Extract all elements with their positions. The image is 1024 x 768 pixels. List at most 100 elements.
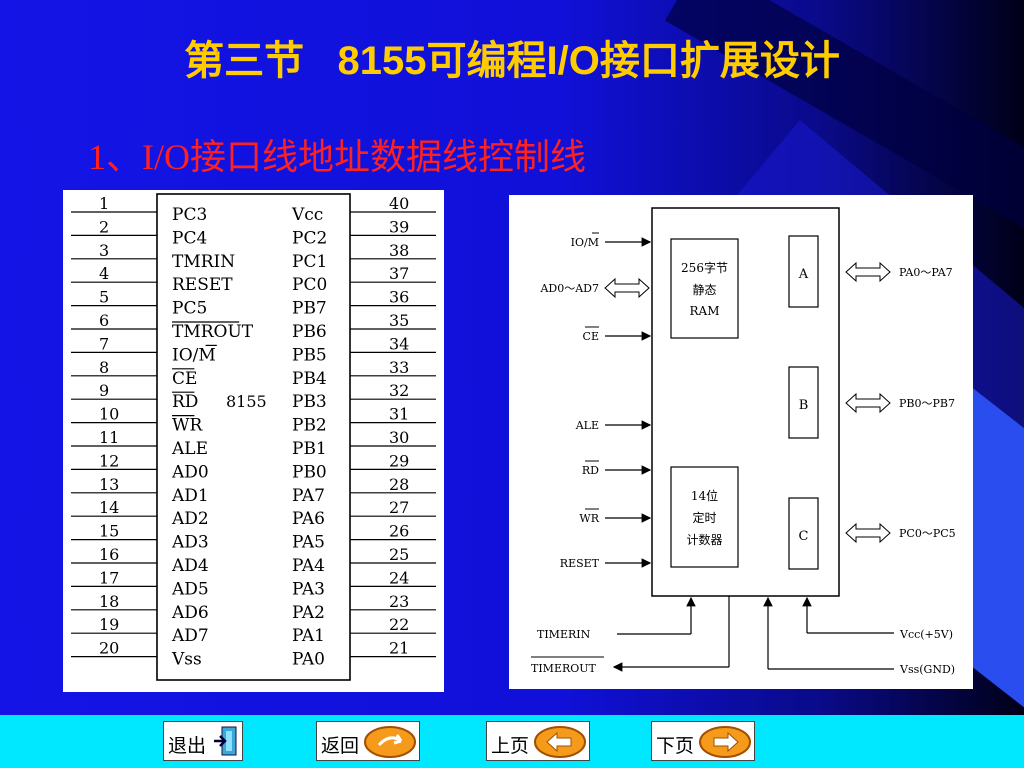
pin-number-left: 2 xyxy=(99,217,109,236)
pin-name-left: RD xyxy=(172,392,198,412)
next-page-button[interactable]: 下页 xyxy=(651,721,755,761)
pin-number-right: 38 xyxy=(389,241,409,260)
input-label: WR xyxy=(579,512,599,525)
pin-number-left: 20 xyxy=(99,639,119,658)
pin-name-left: TMRIN xyxy=(172,252,235,272)
pin-name-right: PC0 xyxy=(292,275,327,295)
slide-title: 第三节 8155可编程I/O接口扩展设计 xyxy=(184,39,840,83)
port-a-label: A xyxy=(798,267,809,282)
pin-number-left: 19 xyxy=(99,615,119,634)
exit-label: 退出 xyxy=(168,735,207,757)
pin-name-left: PC3 xyxy=(172,205,207,225)
pin-name-right: PA4 xyxy=(292,556,325,576)
back-button[interactable]: 返回 xyxy=(316,721,420,761)
pin-name-right: PB5 xyxy=(292,345,327,365)
input-label: RESET xyxy=(560,557,600,570)
ram-label-1: 256字节 xyxy=(681,260,728,275)
timerin-label: TIMERIN xyxy=(537,628,591,641)
pin-name-left: AD1 xyxy=(171,486,209,506)
block-svg: 256字节 静态 RAM 14位 定时 计数器 A B C IO/MAD0～AD… xyxy=(531,207,956,676)
input-label: AD0～AD7 xyxy=(539,282,599,295)
pin-number-left: 11 xyxy=(99,428,119,447)
pin-number-left: 7 xyxy=(99,334,109,353)
slide-subtitle: 1、I/O接口线地址数据线控制线 xyxy=(88,137,586,177)
pin-number-right: 39 xyxy=(389,217,409,236)
timer-block xyxy=(670,466,739,568)
next-label: 下页 xyxy=(656,735,695,757)
pin-number-left: 13 xyxy=(99,475,119,494)
input-label: RD xyxy=(582,464,599,477)
pin-number-left: 15 xyxy=(99,522,119,541)
previous-label: 上页 xyxy=(491,735,530,757)
pin-number-left: 8 xyxy=(99,358,109,377)
pin-number-right: 27 xyxy=(389,498,409,517)
pin-number-right: 31 xyxy=(389,405,409,424)
ram-label-2: 静态 xyxy=(692,283,716,297)
chip-label: 8155 xyxy=(226,392,267,411)
pin-name-right: PC1 xyxy=(292,252,327,272)
left-arrow-icon xyxy=(534,726,586,758)
exit-button[interactable]: 退出 xyxy=(163,721,243,761)
pin-number-right: 34 xyxy=(389,334,409,353)
pin-name-left: PC4 xyxy=(172,228,207,248)
pin-name-left: ALE xyxy=(171,439,208,459)
port-bidirectional-arrow xyxy=(845,522,891,544)
pin-number-left: 10 xyxy=(99,405,119,424)
input-label: CE xyxy=(583,330,599,343)
pin-name-right: Vcc xyxy=(291,205,323,225)
pin-number-right: 28 xyxy=(389,475,409,494)
input-label: ALE xyxy=(575,419,599,432)
right-arrow-icon xyxy=(699,726,751,758)
pin-name-left: AD3 xyxy=(171,533,209,553)
pin-name-left: AD5 xyxy=(171,579,209,599)
port-c-block xyxy=(788,497,819,570)
pin-name-left: RESET xyxy=(172,275,233,295)
output-label: PA0～PA7 xyxy=(899,266,953,279)
output-label: PC0～PC5 xyxy=(899,527,956,540)
pin-name-right: PA3 xyxy=(292,579,325,599)
chip-body xyxy=(156,193,351,681)
pin-name-right: PC2 xyxy=(292,228,327,248)
previous-page-button[interactable]: 上页 xyxy=(486,721,590,761)
pin-name-right: PB1 xyxy=(292,439,327,459)
pin-name-left: AD0 xyxy=(171,462,209,482)
pin-name-right: PB4 xyxy=(292,369,327,389)
port-bidirectional-arrow xyxy=(845,392,891,414)
bidirectional-arrow xyxy=(604,277,650,299)
pin-name-right: PA6 xyxy=(292,509,325,529)
pin-number-right: 33 xyxy=(389,358,409,377)
timer-label-1: 14位 xyxy=(691,488,718,503)
chip-outline xyxy=(651,207,840,597)
pin-number-right: 35 xyxy=(389,311,409,330)
pin-name-left: Vss xyxy=(171,650,202,670)
pin-name-left: WR xyxy=(172,416,203,436)
ram-block xyxy=(670,238,739,339)
pin-name-right: PB0 xyxy=(292,462,327,482)
timer-label-2: 定时 xyxy=(692,510,716,525)
pin-name-right: PB7 xyxy=(292,299,327,319)
pin-name-right: PA1 xyxy=(292,626,325,646)
ram-label-3: RAM xyxy=(690,304,720,318)
pin-number-left: 5 xyxy=(99,288,109,307)
pin-number-right: 21 xyxy=(389,639,409,658)
timer-label-3: 计数器 xyxy=(686,532,722,547)
pin-name-left: IO/M xyxy=(172,345,216,365)
timerout-label: TIMEROUT xyxy=(531,662,597,675)
port-b-block xyxy=(788,366,819,439)
pin-number-left: 14 xyxy=(99,498,119,517)
return-arrow-icon xyxy=(364,726,416,758)
pin-number-left: 3 xyxy=(99,241,109,260)
pin-number-right: 26 xyxy=(389,522,409,541)
pin-number-right: 29 xyxy=(389,451,409,470)
input-label: IO/M xyxy=(571,236,599,249)
pin-number-left: 12 xyxy=(99,451,119,470)
vss-label: Vss(GND) xyxy=(899,663,955,676)
pin-number-right: 23 xyxy=(389,592,409,611)
vcc-label: Vcc(+5V) xyxy=(899,628,953,641)
pin-number-right: 36 xyxy=(389,288,409,307)
pin-name-left: TMROUT xyxy=(172,322,254,342)
pin-name-left: PC5 xyxy=(172,299,207,319)
